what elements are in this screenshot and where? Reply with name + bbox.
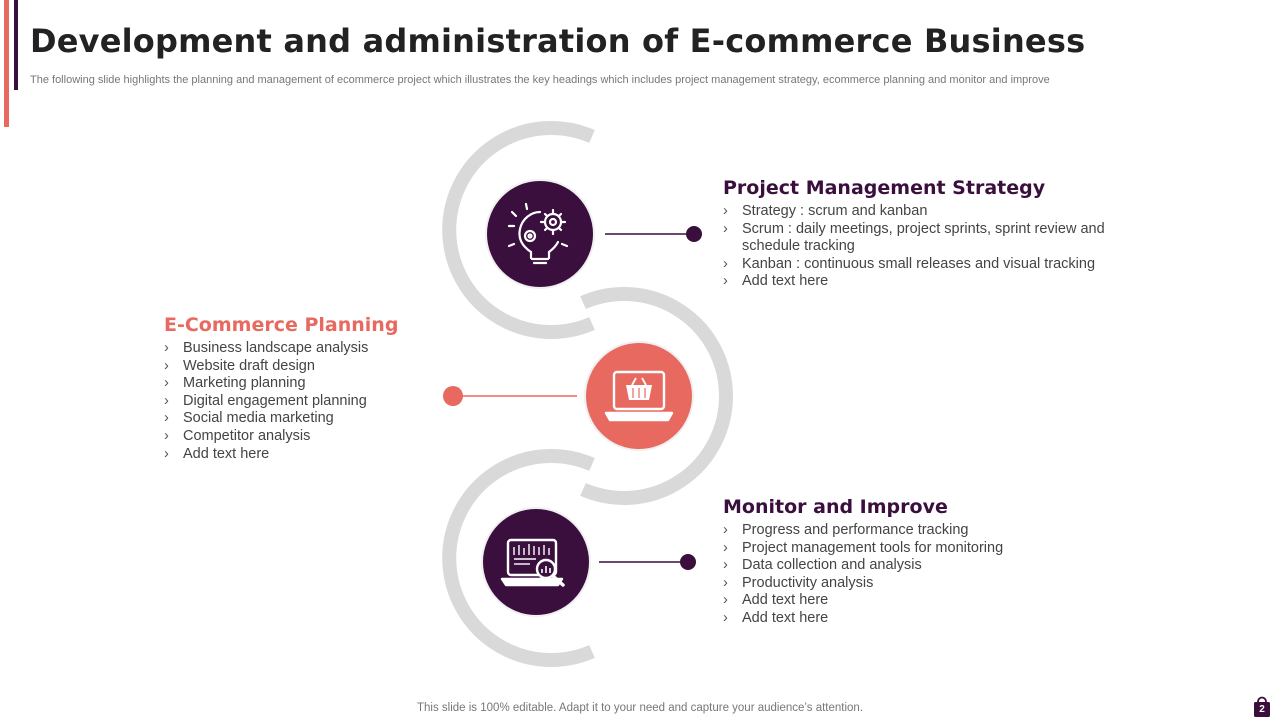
ecommerce-planning-section: E-Commerce Planning Business landscape a… [164,314,424,463]
accent-bar [4,0,9,127]
list-item: Kanban : continuous small releases and v… [723,256,1123,274]
page-number-badge: 2 [1252,694,1272,718]
list-item: Strategy : scrum and kanban [723,203,1123,221]
bottom-icon-circle [483,509,589,615]
slide-subtitle: The following slide highlights the plann… [30,74,1050,86]
list-item: Add text here [723,592,1123,610]
section-title: E-Commerce Planning [164,314,399,336]
middle-ring-arc [580,287,733,505]
list-item: Add text here [723,610,1123,628]
laptop-shopping-basket-icon [604,370,674,422]
bullet-list: Strategy : scrum and kanban Scrum : dail… [723,203,1123,291]
list-item: Progress and performance tracking [723,522,1123,540]
list-item: Business landscape analysis [164,340,424,358]
list-item: Competitor analysis [164,428,424,446]
section-title: Project Management Strategy [723,177,1046,199]
list-item: Data collection and analysis [723,557,1123,575]
list-item: Marketing planning [164,375,424,393]
monitor-improve-section: Monitor and Improve Progress and perform… [723,496,1123,628]
list-item: Productivity analysis [723,575,1123,593]
bullet-list: Progress and performance tracking Projec… [723,522,1123,628]
shopping-bag-icon [1254,696,1270,717]
slide-title: Development and administration of E-comm… [30,22,1086,60]
list-item: Digital engagement planning [164,393,424,411]
top-icon-circle [487,181,593,287]
section-title: Monitor and Improve [723,496,948,518]
list-item: Website draft design [164,358,424,376]
middle-connector-dot [443,386,463,406]
bottom-ring-arc [442,449,595,667]
list-item: Add text here [723,273,1123,291]
list-item: Add text here [164,446,424,464]
laptop-analytics-magnifier-icon [500,538,565,587]
project-management-section: Project Management Strategy Strategy : s… [723,177,1123,291]
list-item: Social media marketing [164,410,424,428]
page-number: 2 [1259,704,1265,715]
footer-note: This slide is 100% editable. Adapt it to… [416,702,864,714]
top-connector-dot [686,226,702,242]
top-ring-arc [442,121,595,339]
bullet-list: Business landscape analysis Website draf… [164,340,424,463]
list-item: Project management tools for monitoring [723,540,1123,558]
accent-bar-dark [14,0,18,90]
gear-lightbulb-icon [507,202,569,265]
bottom-connector-dot [680,554,696,570]
list-item: Scrum : daily meetings, project sprints,… [723,221,1123,256]
